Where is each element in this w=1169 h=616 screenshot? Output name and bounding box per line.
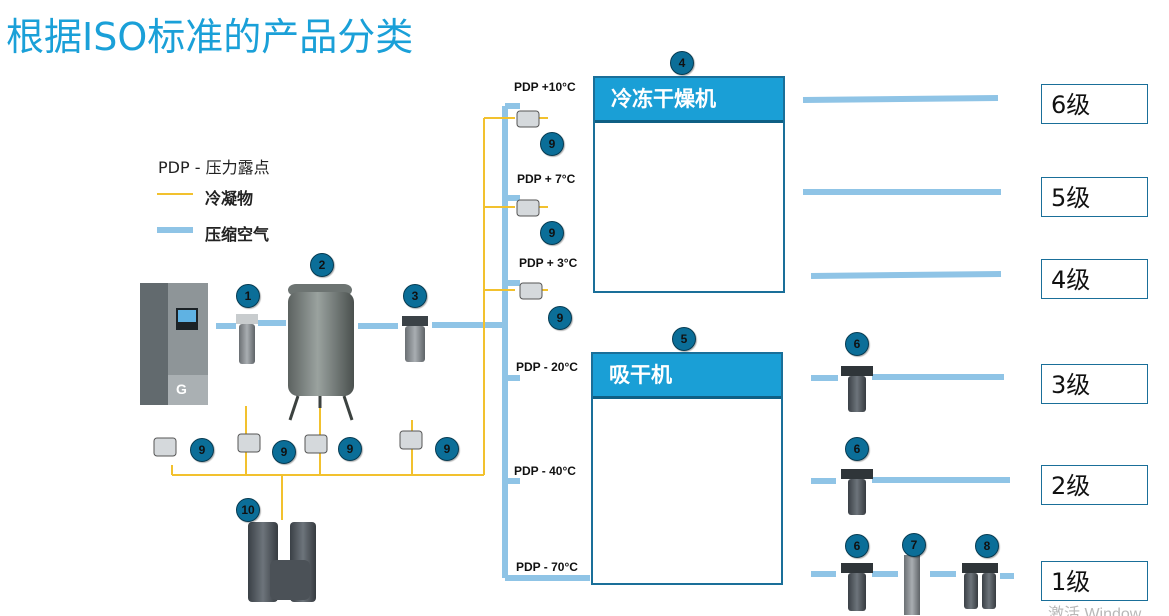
adsorption-dryer-title: 吸干机 xyxy=(593,354,781,399)
air-compressor-unit: G xyxy=(140,283,208,405)
badge-6-a: 6 xyxy=(845,332,869,356)
grade-3-box: 3级 xyxy=(1041,364,1148,404)
filter-3 xyxy=(402,316,428,362)
badge-6-b: 6 xyxy=(845,437,869,461)
refrigerated-dryer-box: 冷冻干燥机 xyxy=(593,76,785,293)
grade-4-box: 4级 xyxy=(1041,259,1148,299)
line-filter-1 xyxy=(236,314,258,364)
badge-3: 3 xyxy=(403,284,427,308)
compressed-air-lines xyxy=(216,95,1014,581)
grade-6-box: 6级 xyxy=(1041,84,1148,124)
pdp-label-plus7: PDP + 7°C xyxy=(517,172,576,186)
badge-6-c: 6 xyxy=(845,534,869,558)
badge-4: 4 xyxy=(670,51,694,75)
badge-1: 1 xyxy=(236,284,260,308)
pdp-label-minus70: PDP - 70°C xyxy=(516,560,578,574)
adsorption-dryer-box: 吸干机 xyxy=(591,352,783,585)
grade-5-box: 5级 xyxy=(1041,177,1148,217)
badge-5: 5 xyxy=(672,327,696,351)
legend-pdp: PDP - 压力露点 xyxy=(158,158,270,177)
pdp-label-plus10: PDP +10°C xyxy=(514,80,576,94)
activation-watermark: 激活 Window xyxy=(1048,606,1142,616)
badge-9-d: 9 xyxy=(435,437,459,461)
filters-6 xyxy=(841,366,873,611)
badge-9-g: 9 xyxy=(548,306,572,330)
badge-9-c: 9 xyxy=(338,437,362,461)
page-title: 根据ISO标准的产品分类 xyxy=(6,15,414,59)
pdp-label-plus3: PDP + 3°C xyxy=(519,256,578,270)
badge-7: 7 xyxy=(902,533,926,557)
dual-filter-8 xyxy=(962,563,998,609)
refrigerated-dryer-title: 冷冻干燥机 xyxy=(595,78,783,123)
oil-water-separator xyxy=(248,522,316,602)
condensate-drains xyxy=(153,110,543,457)
badge-9-a: 9 xyxy=(190,438,214,462)
pdp-label-minus40: PDP - 40°C xyxy=(514,464,576,478)
legend-compressed-air-label: 压缩空气 xyxy=(205,225,270,244)
pdp-label-minus20: PDP - 20°C xyxy=(516,360,578,374)
badge-9-b: 9 xyxy=(272,440,296,464)
air-receiver-tank xyxy=(288,284,354,421)
badge-9-f: 9 xyxy=(540,221,564,245)
badge-2: 2 xyxy=(310,253,334,277)
carbon-tower-7 xyxy=(904,555,920,615)
badge-8: 8 xyxy=(975,534,999,558)
svg-text:G: G xyxy=(176,381,187,397)
condensate-lines xyxy=(171,117,548,520)
grade-1-box: 1级 xyxy=(1041,561,1148,601)
badge-9-e: 9 xyxy=(540,132,564,156)
badge-10: 10 xyxy=(236,498,260,522)
legend-condensate-label: 冷凝物 xyxy=(205,189,254,208)
grade-2-box: 2级 xyxy=(1041,465,1148,505)
